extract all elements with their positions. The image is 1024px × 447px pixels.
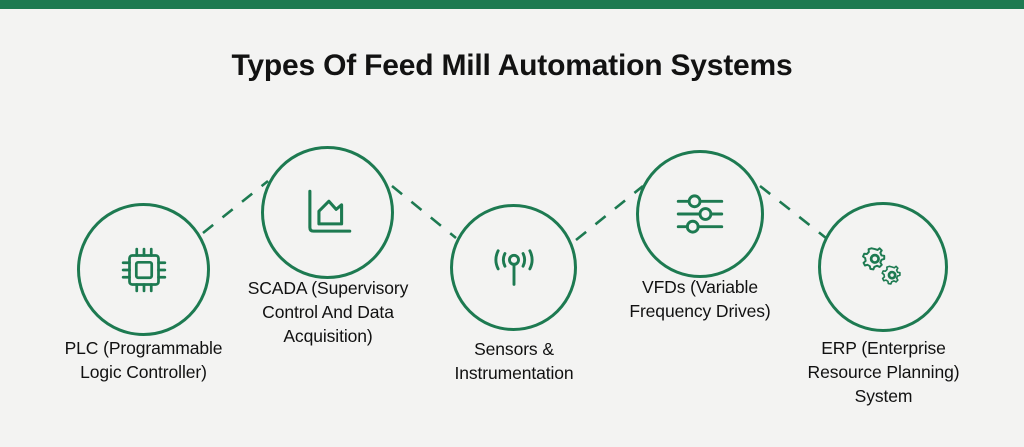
- page-title: Types Of Feed Mill Automation Systems: [231, 49, 793, 82]
- top-accent-bar: [0, 0, 1024, 9]
- erp-label-line-2: Resource Planning): [807, 362, 960, 382]
- scada-label-line-1: SCADA (Supervisory: [247, 278, 409, 298]
- erp-label: ERP (Enterprise Resource Planning) Syste…: [770, 336, 997, 408]
- vfds-label-line-1: VFDs (Variable: [642, 277, 758, 297]
- connector-sensors-vfds: [575, 184, 644, 242]
- erp-icon-circle[interactable]: [818, 202, 948, 332]
- plc-label-line-1: PLC (Programmable: [64, 338, 223, 358]
- sensors-icon-circle[interactable]: [450, 204, 577, 331]
- sensors-label-line-2: Instrumentation: [454, 363, 574, 383]
- vfds-icon-circle[interactable]: [636, 150, 764, 278]
- sensors-label: Sensors & Instrumentation: [408, 337, 620, 385]
- scada-label-line-2: Control And Data: [262, 302, 394, 322]
- area-chart-icon: [307, 189, 351, 233]
- vfds-label: VFDs (Variable Frequency Drives): [592, 275, 808, 323]
- sliders-icon: [676, 194, 724, 234]
- connector-plc-scada: [202, 179, 269, 235]
- plc-label-line-2: Logic Controller): [80, 362, 207, 382]
- connector-vfds-erp: [759, 184, 827, 240]
- scada-label: SCADA (Supervisory Control And Data Acqu…: [203, 276, 453, 348]
- erp-label-line-3: System: [854, 386, 913, 406]
- scada-icon-circle[interactable]: [261, 146, 394, 279]
- vfds-label-line-2: Frequency Drives): [629, 301, 771, 321]
- erp-label-line-1: ERP (Enterprise: [821, 338, 946, 358]
- plc-label: PLC (Programmable Logic Controller): [12, 336, 275, 384]
- connector-scada-sensors: [391, 184, 457, 240]
- signal-antenna-icon: [493, 248, 534, 286]
- gears-icon: [862, 247, 901, 285]
- plc-icon-circle[interactable]: [77, 203, 210, 336]
- scada-label-line-3: Acquisition): [283, 326, 373, 346]
- microchip-icon: [121, 247, 166, 292]
- sensors-label-line-1: Sensors &: [474, 339, 554, 359]
